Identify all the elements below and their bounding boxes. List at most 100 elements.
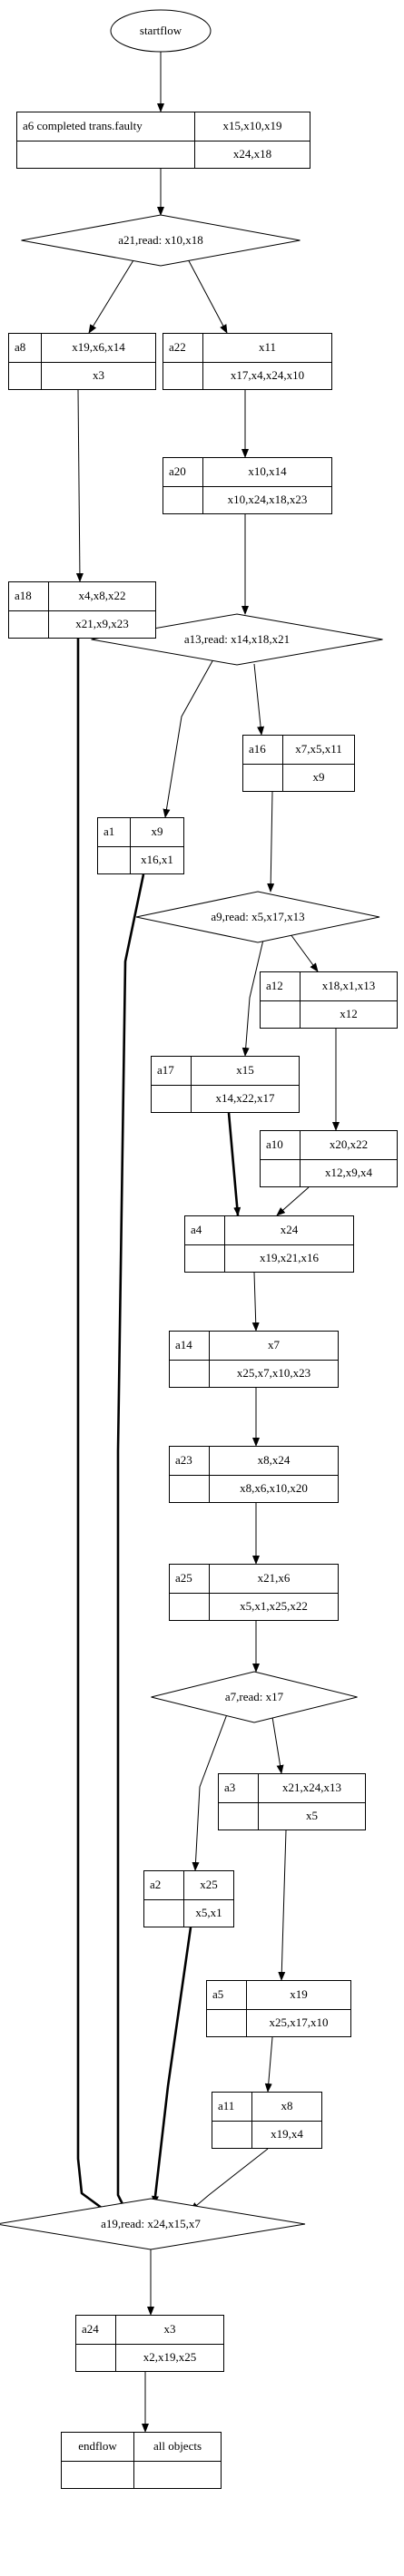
end-node-objects: all objects	[153, 2439, 202, 2454]
activity-a16: a16 x7,x5,x11 x9	[242, 735, 355, 792]
activity-write-set: x19,x6,x14	[72, 340, 125, 355]
edge-a2-to-a19	[152, 1927, 192, 2205]
edge-a10-to-a4	[276, 1186, 310, 1216]
activity-a20: a20 x10,x14 x10,x24,x18,x23	[163, 457, 332, 514]
activity-label: a20	[163, 458, 203, 486]
edge-a11-to-a19	[190, 2148, 269, 2211]
activity-write-set: x8	[281, 2099, 293, 2113]
activity-write-set: x8,x24	[257, 1453, 291, 1468]
activity-empty-cell	[170, 1474, 210, 1502]
activity-read-set: x5,x1,x25,x22	[210, 1592, 338, 1621]
activity-label: a11	[212, 2093, 252, 2121]
decision-a9	[135, 891, 380, 943]
activity-write-set: x21,x6	[257, 1571, 291, 1586]
end-node-label: endflow	[62, 2433, 134, 2461]
activity-empty-cell	[144, 1898, 184, 1927]
activity-read-set: x10,x24,x18,x23	[203, 485, 331, 514]
edge-a8-to-a18	[75, 389, 84, 582]
activity-write-set: x4,x8,x22	[78, 589, 126, 603]
activity-empty-cell	[207, 2008, 247, 2036]
activity-write-set: x21,x24,x13	[282, 1781, 341, 1795]
activity-write-set: x9	[151, 825, 163, 839]
activity-read-set: x5,x1	[184, 1898, 233, 1927]
activity-label: a6 completed trans.faulty	[17, 112, 195, 141]
activity-empty-cell	[219, 1801, 259, 1830]
start-node-label: startflow	[139, 24, 182, 37]
activity-empty-cell	[152, 1084, 192, 1112]
activity-a23: a23 x8,x24 x8,x6,x10,x20	[169, 1446, 339, 1503]
end-node: endflow all objects	[61, 2432, 222, 2489]
edge-a7-to-a3	[271, 1716, 284, 1774]
activity-read-set: x12	[301, 1000, 397, 1029]
activity-label: a18	[9, 582, 49, 610]
activity-read-set: x25,x17,x10	[247, 2008, 350, 2037]
decision-label: a13,read: x14,x18,x21	[183, 632, 291, 646]
activity-empty-cell	[98, 845, 131, 873]
activity-label: a10	[261, 1131, 301, 1159]
activity-read-set: x14,x22,x17	[192, 1084, 299, 1113]
activity-empty-cell	[261, 1000, 301, 1028]
end-empty-cell	[62, 2460, 134, 2488]
activity-empty-cell	[185, 1244, 225, 1272]
activity-write-set: x20,x22	[329, 1137, 369, 1152]
end-empty-cell	[134, 2460, 221, 2489]
activity-write-set: x15,x10,x19	[222, 119, 282, 133]
edge-a9-to-a17	[241, 939, 264, 1057]
activity-read-set: x19,x21,x16	[225, 1244, 353, 1273]
decision-label: a7,read: x17	[224, 1690, 284, 1703]
activity-read-set: x9	[283, 763, 354, 792]
edge-a21-to-a8	[88, 255, 137, 334]
activity-empty-cell	[170, 1592, 210, 1620]
activity-write-set: x7,x5,x11	[295, 742, 342, 756]
edge-a18-to-a19	[76, 639, 110, 2215]
edge-a1-to-a19	[116, 873, 145, 2214]
activity-label: a23	[170, 1447, 210, 1475]
activity-empty-cell	[9, 361, 42, 389]
activity-a2: a2 x25 x5,x1	[143, 1870, 234, 1927]
decision-a7	[151, 1671, 358, 1723]
activity-read-set: x12,x9,x4	[301, 1158, 397, 1187]
activity-label: a17	[152, 1057, 192, 1085]
activity-a3: a3 x21,x24,x13 x5	[218, 1773, 366, 1830]
activity-read-set: x24,x18	[195, 140, 310, 169]
activity-write-set: x25	[200, 1878, 218, 1892]
edge-a13-to-a1	[163, 659, 214, 818]
activity-label: a8	[9, 334, 42, 362]
activity-write-set: x10,x14	[248, 464, 287, 479]
decision-a19	[0, 2198, 306, 2250]
activity-label: a22	[163, 334, 203, 362]
activity-read-set: x2,x19,x25	[116, 2343, 223, 2372]
activity-label: a14	[170, 1332, 210, 1360]
activity-label: a5	[207, 1981, 247, 2009]
activity-read-set: x5	[259, 1801, 365, 1830]
activity-a6: a6 completed trans.faulty x15,x10,x19 x24,…	[16, 112, 310, 169]
activity-read-set: x17,x4,x24,x10	[203, 361, 331, 390]
activity-write-set: x15	[236, 1063, 254, 1078]
decision-a21	[21, 214, 301, 267]
activity-empty-cell	[170, 1359, 210, 1387]
activity-label: a2	[144, 1871, 184, 1899]
edge-a13-to-a16	[253, 663, 265, 736]
activity-label: a3	[219, 1774, 259, 1802]
activity-empty-cell	[9, 610, 49, 638]
activity-read-set: x16,x1	[131, 845, 183, 874]
activity-empty-cell	[163, 485, 203, 513]
edge-a4-to-a14	[251, 1272, 260, 1332]
edge-a17-to-a4	[227, 1112, 241, 1216]
activity-label: a4	[185, 1216, 225, 1244]
activity-write-set: x7	[268, 1338, 280, 1352]
activity-label: a16	[243, 736, 283, 764]
activity-read-set: x8,x6,x10,x20	[210, 1474, 338, 1503]
activity-write-set: x18,x1,x13	[321, 979, 376, 993]
